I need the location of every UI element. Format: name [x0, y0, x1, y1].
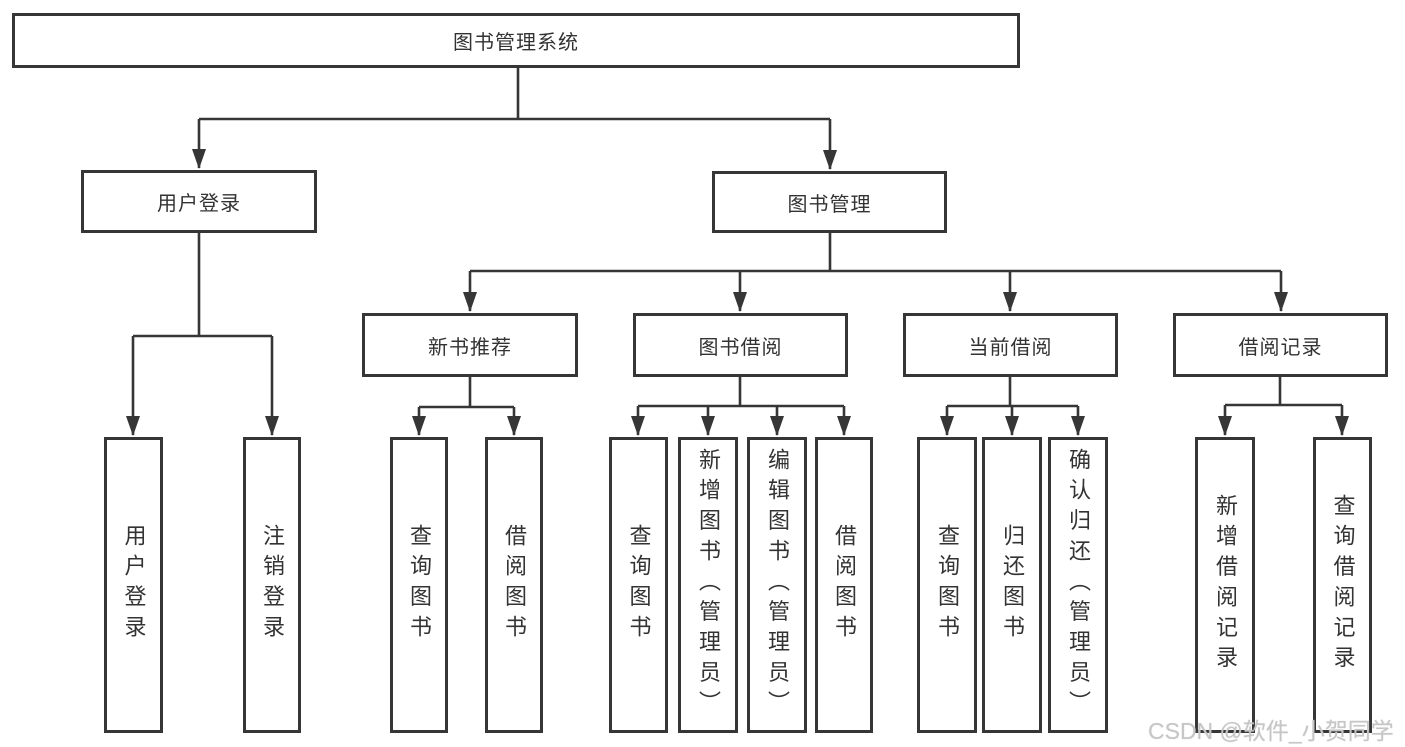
node-label: 新增借阅记录	[1213, 493, 1238, 677]
node-label: 新增图书（管理员）	[696, 448, 721, 722]
node-book-management: 图书管理	[712, 171, 947, 233]
leaf-user-login: 用户登录	[104, 437, 163, 733]
leaf-br-query-record: 查询借阅记录	[1313, 437, 1372, 733]
leaf-nb-query-books: 查询图书	[390, 437, 448, 733]
node-label: 注销登录	[260, 524, 285, 646]
node-book-borrowing: 图书借阅	[633, 313, 848, 377]
node-label: 用户登录	[121, 524, 147, 646]
node-label: 图书借阅	[698, 336, 783, 359]
node-new-book-recommend: 新书推荐	[362, 313, 578, 377]
node-label: 借阅图书	[832, 524, 857, 646]
node-label: 当前借阅	[968, 336, 1053, 359]
leaf-nb-borrow-books: 借阅图书	[485, 437, 543, 733]
leaf-bb-borrow-books: 借阅图书	[815, 437, 873, 733]
node-label: 借阅图书	[502, 524, 527, 646]
node-label: 查询借阅记录	[1330, 493, 1356, 677]
node-label: 图书管理系统	[453, 32, 579, 54]
node-label: 查询图书	[626, 524, 652, 646]
leaf-cb-confirm-return-admin: 确认归还（管理员）	[1048, 437, 1108, 733]
node-current-borrowing: 当前借阅	[903, 313, 1118, 377]
node-label: 新书推荐	[428, 336, 512, 359]
leaf-cb-return-books: 归还图书	[982, 437, 1042, 733]
node-user-login: 用户登录	[81, 170, 317, 233]
node-root-system: 图书管理系统	[12, 13, 1020, 68]
leaf-logout: 注销登录	[243, 437, 301, 733]
leaf-bb-edit-books-admin: 编辑图书（管理员）	[747, 437, 807, 733]
node-label: 确认归还（管理员）	[1066, 448, 1091, 722]
node-borrowing-records: 借阅记录	[1173, 313, 1388, 377]
node-label: 编辑图书（管理员）	[765, 448, 790, 722]
node-label: 用户登录	[157, 193, 241, 215]
leaf-cb-query-books: 查询图书	[917, 437, 977, 733]
node-label: 查询图书	[935, 524, 960, 646]
csdn-watermark: CSDN @软件_小贺同学	[1148, 718, 1394, 744]
node-label: 图书管理	[787, 193, 872, 216]
leaf-bb-query-books: 查询图书	[609, 437, 668, 733]
node-label: 查询图书	[407, 524, 432, 646]
node-label: 借阅记录	[1238, 336, 1323, 359]
node-label: 归还图书	[1000, 524, 1025, 646]
leaf-br-add-record: 新增借阅记录	[1195, 437, 1255, 733]
leaf-bb-add-books-admin: 新增图书（管理员）	[678, 437, 738, 733]
